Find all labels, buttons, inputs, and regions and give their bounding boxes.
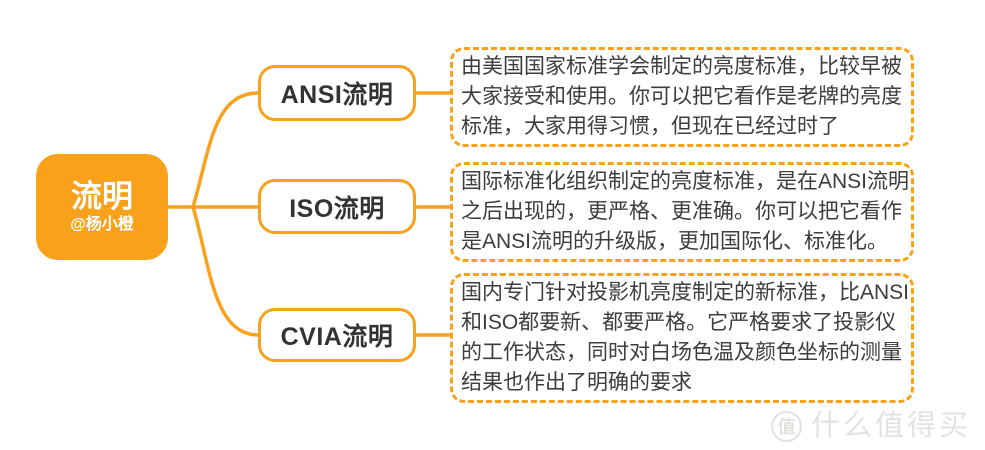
root-node-lumen: 流明 @杨小橙	[36, 154, 168, 260]
root-node-subtitle: @杨小橙	[70, 216, 134, 233]
root-node-title: 流明	[71, 179, 133, 214]
description-box-cvia: 国内专门针对投影机亮度制定的新标准，比ANSI 和ISO都要新、都要严格。它严格…	[450, 273, 914, 403]
description-text-line: 大家接受和使用。你可以把它看作是老牌的亮度	[461, 85, 902, 108]
description-text-line: 国际标准化组织制定的亮度标准，是在ANSI流明	[461, 170, 910, 193]
description-text-line: 结果也作出了明确的要求	[461, 371, 692, 394]
smzdm-logo-icon: 值	[770, 411, 802, 442]
smzdm-watermark: 值 什么值得买	[770, 410, 971, 442]
description-text-line: 国内专门针对投影机亮度制定的新标准，比ANSI	[461, 281, 910, 304]
description-text-line: 和ISO都要新、都要严格。它严格要求了投影仪	[461, 311, 897, 334]
branch-node-cvia: CVIA流明	[258, 308, 416, 362]
branch-node-ansi: ANSI流明	[258, 65, 416, 121]
smzdm-watermark-text: 什么值得买	[810, 410, 971, 442]
branch-line-cvia	[191, 205, 260, 337]
description-text-line: 由美国国家标准学会制定的亮度标准，比较早被	[461, 55, 902, 78]
branch-node-iso: ISO流明	[258, 179, 416, 234]
description-text-line: 之后出现的，更严格、更准确。你可以把它看作	[461, 200, 902, 223]
description-text-line: 是ANSI流明的升级版，更加国际化、标准化。	[461, 230, 889, 253]
description-box-iso: 国际标准化组织制定的亮度标准，是在ANSI流明 之后出现的，更严格、更准确。你可…	[450, 162, 914, 262]
description-box-ansi: 由美国国家标准学会制定的亮度标准，比较早被 大家接受和使用。你可以把它看作是老牌…	[450, 47, 914, 147]
description-text-line: 标准，大家用得习惯，但现在已经过时了	[461, 115, 839, 138]
branch-line-ansi	[191, 91, 260, 209]
description-text-line: 的工作状态，同时对白场色温及颜色坐标的测量	[461, 341, 902, 364]
